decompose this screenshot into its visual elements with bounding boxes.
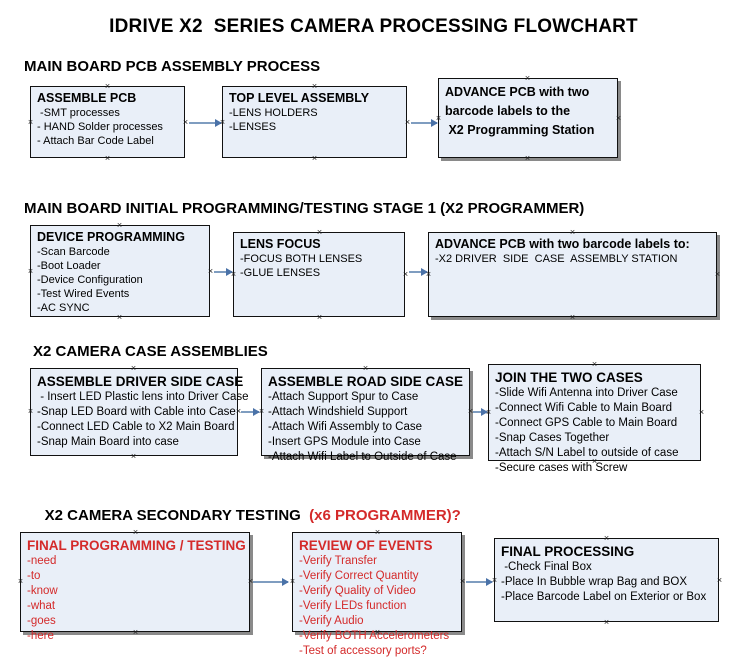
node-line: -Verify BOTH Accelerometers [299,630,450,642]
node-title: ASSEMBLE DRIVER SIDE CASE [37,374,244,389]
node-advance-pcb-x2-station[interactable]: ADVANCE PCB with two barcode labels to t… [438,78,618,158]
page-title: IDRIVE X2 SERIES CAMERA PROCESSING FLOWC… [109,16,638,37]
section-heading-main-board-pcb-assembly: MAIN BOARD PCB ASSEMBLY PROCESS [24,58,321,75]
node-line: -Verify Correct Quantity [299,570,419,582]
node-title: TOP LEVEL ASSEMBLY [229,91,370,105]
node-line: -need [27,555,57,567]
node-line: -LENSES [229,121,277,133]
node-assemble-driver-side-case[interactable]: ASSEMBLE DRIVER SIDE CASE - Insert LED P… [30,368,249,456]
node-line: -goes [27,615,56,627]
connector-top-level-to-advance-pcb [411,119,438,127]
node-join-the-two-cases[interactable]: JOIN THE TWO CASES -Slide Wifi Antenna i… [488,364,701,474]
node-title: FINAL PROCESSING [501,544,635,559]
node-title: ASSEMBLE ROAD SIDE CASE [268,374,464,389]
node-line: -Connect Wifi Cable to Main Board [495,402,673,414]
node-line: -to [27,570,41,582]
node-line: -Attach Support Spur to Case [268,391,419,403]
node-title: JOIN THE TWO CASES [495,370,643,385]
node-line: -X2 DRIVER SIDE CASE ASSEMBLY STATION [435,253,678,265]
node-line: - Attach Bar Code Label [37,135,154,147]
node-line: -Verify Audio [299,615,364,627]
node-line: -GLUE LENSES [240,267,321,279]
node-line: -Snap LED Board with Cable into Case [37,406,236,418]
node-paragraph: ADVANCE PCB with two barcode labels to t… [445,85,595,137]
node-lens-focus[interactable]: LENS FOCUS -FOCUS BOTH LENSES -GLUE LENS… [233,232,405,317]
node-device-programming[interactable]: DEVICE PROGRAMMING -Scan Barcode -Boot L… [30,225,210,317]
node-line: -Attach Windshield Support [268,406,408,418]
section-heading-accent: (x6 PROGRAMMER)? [309,507,461,524]
node-line: -LENS HOLDERS [229,107,318,119]
node-line: -here [27,630,54,642]
node-assemble-pcb[interactable]: ASSEMBLE PCB -SMT processes - HAND Solde… [30,86,185,158]
node-final-programming-testing[interactable]: FINAL PROGRAMMING / TESTING -need -to -k… [20,532,250,642]
connector-road-case-to-join-cases [473,408,488,416]
node-line: -Attach Wifi Assembly to Case [268,421,423,433]
connector-assemble-pcb-to-top-level [189,119,222,127]
node-line: -Connect LED Cable to X2 Main Board [37,421,235,433]
node-final-processing[interactable]: FINAL PROCESSING -Check Final Box -Place… [494,538,719,622]
node-line: -Insert GPS Module into Case [268,436,421,448]
section-heading-x2-camera-case-assemblies: X2 CAMERA CASE ASSEMBLIES [33,343,268,360]
node-line: -Check Final Box [501,561,592,573]
connector-driver-case-to-road-case [241,408,260,416]
section-heading-text: X2 CAMERA SECONDARY TESTING [44,507,310,524]
node-line: -Boot Loader [37,260,101,272]
node-line-overflow: -Test of accessory ports? [299,645,427,657]
connector-device-programming-to-lens-focus [214,268,233,276]
node-line: - Insert LED Plastic lens into Driver Ca… [37,391,249,403]
node-line: -Snap Cases Together [495,432,610,444]
node-assemble-road-side-case[interactable]: ASSEMBLE ROAD SIDE CASE -Attach Support … [261,368,470,463]
section-heading-x2-camera-secondary-testing: X2 CAMERA SECONDARY TESTING (x6 PROGRAMM… [28,490,461,541]
node-line: -Slide Wifi Antenna into Driver Case [495,387,678,399]
node-line: -Snap Main Board into case [37,436,179,448]
node-top-level-assembly[interactable]: TOP LEVEL ASSEMBLY -LENS HOLDERS -LENSES [222,86,407,158]
node-line: -Device Configuration [37,274,143,286]
node-line: -Scan Barcode [37,246,110,258]
node-line: -Attach S/N Label to outside of case [495,447,679,459]
node-line: -AC SYNC [37,302,90,314]
node-title: ADVANCE PCB with two barcode labels to: [435,237,690,251]
node-line: -Secure cases with Screw [495,462,628,474]
node-advance-pcb-driver-side[interactable]: ADVANCE PCB with two barcode labels to: … [428,232,717,317]
connector-lens-focus-to-advance-pcb [409,268,428,276]
node-title: FINAL PROGRAMMING / TESTING [27,538,246,553]
node-line: -SMT processes [37,107,120,119]
node-line: -what [27,600,56,612]
node-line: -Verify Quality of Video [299,585,416,597]
node-title: ASSEMBLE PCB [37,91,137,105]
node-line: -know [27,585,58,597]
node-line: -Place In Bubble wrap Bag and BOX [501,576,688,588]
section-heading-main-board-initial-programming: MAIN BOARD INITIAL PROGRAMMING/TESTING S… [24,200,585,217]
node-line: -Attach Wifi Label to Outside of Case [268,451,457,463]
node-line: -Verify LEDs function [299,600,407,612]
node-line: - HAND Solder processes [37,121,163,133]
node-title: DEVICE PROGRAMMING [37,230,185,244]
connector-final-programming-to-review [253,578,289,586]
node-line: -Place Barcode Label on Exterior or Box [501,591,707,603]
node-line: -FOCUS BOTH LENSES [240,253,363,265]
node-review-of-events[interactable]: REVIEW OF EVENTS -Verify Transfer -Verif… [292,532,462,657]
node-line: -Test Wired Events [37,288,130,300]
node-line: -Connect GPS Cable to Main Board [495,417,678,429]
node-title: LENS FOCUS [240,237,321,251]
connector-review-to-final-processing [466,578,493,586]
node-line: -Verify Transfer [299,555,377,567]
node-title: REVIEW OF EVENTS [299,538,433,553]
